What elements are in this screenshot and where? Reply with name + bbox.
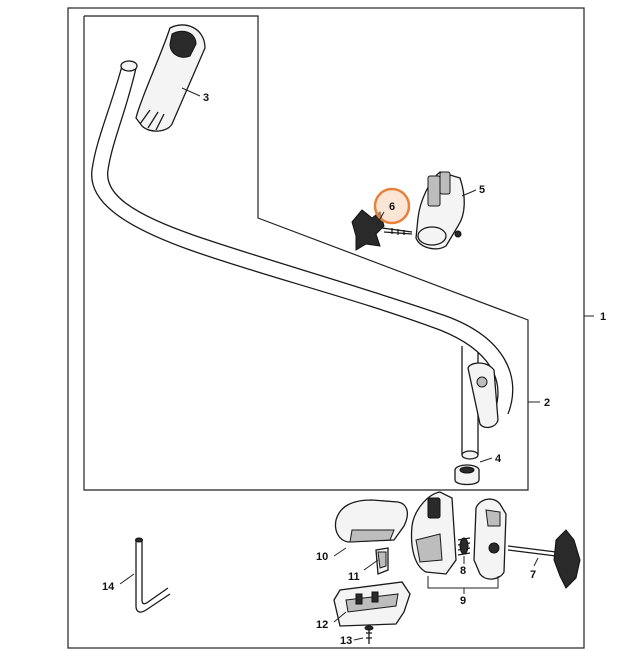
star-knob-part [351, 209, 413, 251]
outer-frame [67, 7, 585, 649]
label-8: 8 [460, 565, 466, 577]
part-6-highlight-ring [373, 187, 411, 225]
nut-part [454, 464, 480, 486]
holder-part [415, 171, 465, 250]
clamp-half-right [473, 498, 507, 580]
label-1: 1 [600, 311, 606, 323]
label-10: 10 [316, 551, 328, 563]
label-5: 5 [479, 184, 485, 196]
leader-lines [119, 87, 540, 641]
lower-clamp [467, 362, 499, 429]
label-3: 3 [203, 92, 209, 104]
label-13: 13 [340, 635, 352, 647]
spring-part [457, 537, 471, 556]
handlebar-tube [91, 60, 514, 460]
group-9-bracket [427, 576, 499, 589]
clamp-half-left [410, 491, 457, 575]
assembly-frame [83, 15, 529, 491]
label-6: 6 [389, 201, 395, 213]
label-9: 9 [460, 595, 466, 607]
screw-part [364, 625, 374, 644]
base-clamp-part [333, 581, 411, 627]
knob-bolt-part [507, 529, 581, 589]
cover-top-part [334, 499, 409, 543]
label-7: 7 [530, 569, 536, 581]
label-12: 12 [316, 619, 328, 631]
label-2: 2 [544, 397, 550, 409]
label-11: 11 [348, 571, 360, 583]
insert-part [375, 547, 389, 575]
grip-part [135, 24, 206, 132]
label-14: 14 [102, 581, 115, 593]
label-4: 4 [495, 453, 502, 465]
hex-key-part [135, 537, 171, 613]
